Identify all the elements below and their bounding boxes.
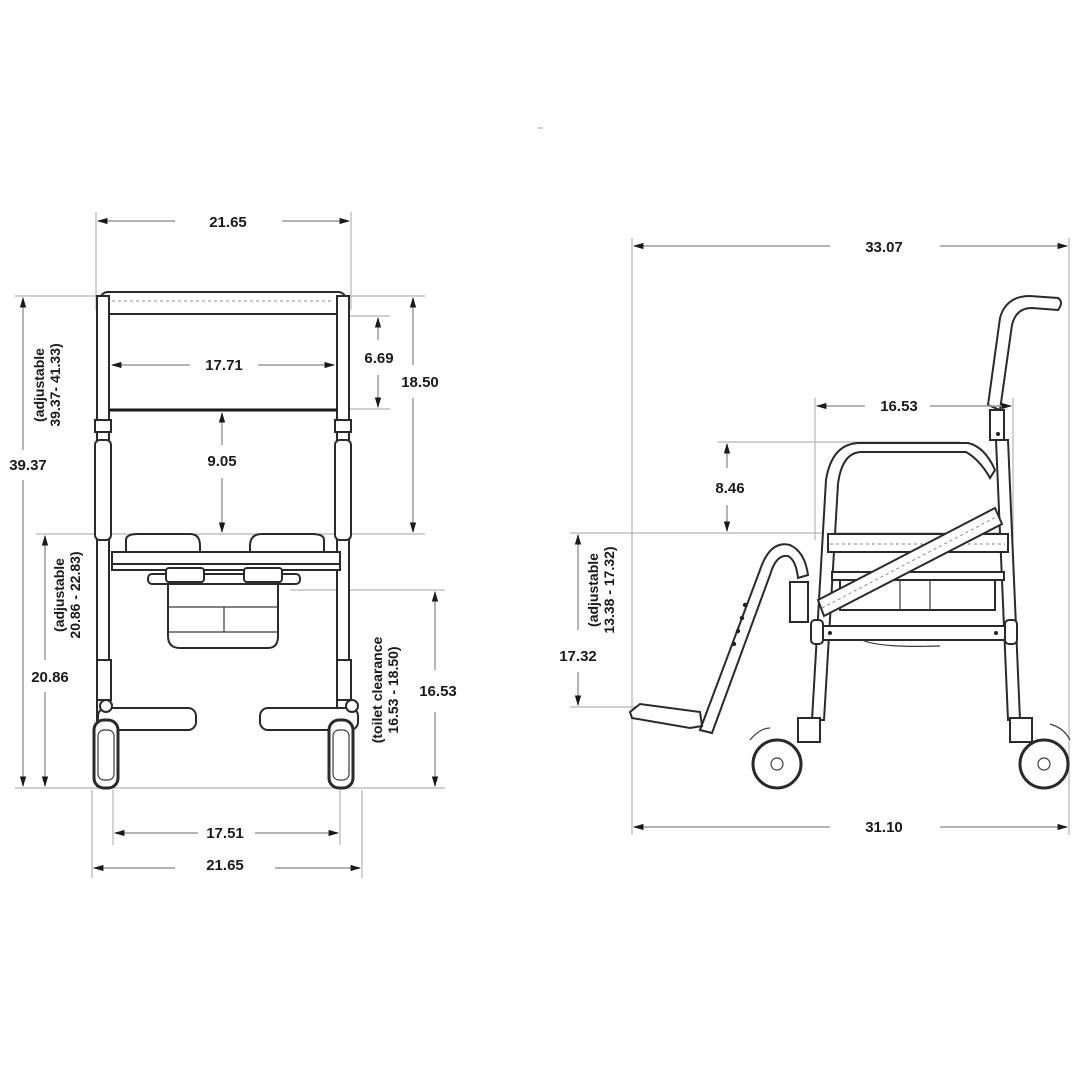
footrest-adjustable-line2: 13.38 - 17.32)	[601, 546, 617, 633]
seat-height-adjustable-line1: (adjustable	[51, 558, 67, 632]
seat-height-adjustable-line2: 20.86 - 22.83)	[67, 551, 83, 638]
backrest-width-label: 17.71	[205, 357, 243, 374]
seat-depth-label: 16.53	[880, 398, 918, 415]
armrest-height-label: 8.46	[715, 480, 744, 497]
front-width-top-label: 21.65	[209, 214, 247, 231]
backrest-seat-gap-label: 9.05	[207, 453, 236, 470]
footrest-height-label: 17.32	[559, 648, 597, 665]
toilet-clearance-label: 16.53	[419, 683, 457, 700]
side-view: 33.07 16.53 8.46 17.32 (adjustable 13.38…	[559, 238, 1071, 836]
toilet-clearance-line1: (toilet clearance	[369, 636, 385, 743]
side-depth-top-label: 33.07	[865, 239, 903, 256]
backrest-height-label: 6.69	[364, 350, 393, 367]
footrest-adjustable-line1: (adjustable	[585, 553, 601, 627]
overall-height-adjustable-line1: (adjustable	[31, 348, 47, 422]
front-view: 21.65 17.71 6.69 18.50 9.05 39.37 (adjus…	[9, 212, 457, 878]
wheel-width-label: 17.51	[206, 825, 244, 842]
base-depth-label: 31.10	[865, 819, 903, 836]
front-width-bottom-label: 21.65	[206, 857, 244, 874]
seat-height-label: 20.86	[31, 669, 69, 686]
overall-height-adjustable-line2: 39.37- 41.33)	[47, 343, 63, 426]
toilet-clearance-line2: 16.53 - 18.50)	[385, 646, 401, 733]
back-to-seat-label: 18.50	[401, 374, 439, 391]
overall-height-label: 39.37	[9, 457, 47, 474]
